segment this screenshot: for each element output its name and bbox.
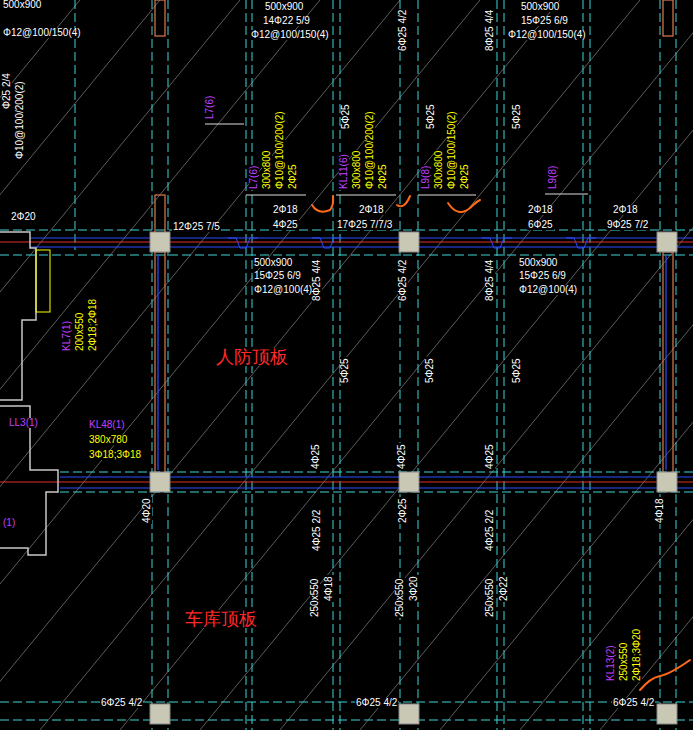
rebar-note: Φ12@100(4)	[253, 285, 313, 295]
rebar-note: 4Φ20	[142, 497, 152, 524]
area-label: 车库顶板	[184, 610, 258, 628]
rebar-note: Φ10@100/150(2)	[447, 110, 457, 190]
rebar-note: 4Φ25 2/2	[312, 509, 322, 552]
rebar-note: 2Φ22	[499, 575, 509, 602]
rebar-note: 4Φ25 2/2	[485, 509, 495, 552]
rebar-note: Φ10@100/200(2)	[15, 80, 25, 160]
rebar-note: 2Φ18	[612, 205, 639, 215]
rebar-note: 4Φ18	[655, 497, 665, 524]
rebar-note: 500x900	[253, 258, 293, 268]
rebar-note: 250x550	[619, 642, 629, 682]
rebar-note: 6Φ25 4/2	[398, 259, 408, 302]
rebar-note: 5Φ25	[426, 103, 436, 130]
beam-id: KL48(1)	[88, 420, 126, 430]
rebar-note: 4Φ25	[485, 443, 495, 470]
beam-id: KL11(6)	[339, 153, 349, 190]
rebar-note: 8Φ25 4/4	[485, 9, 495, 52]
rebar-note: 9Φ25 7/2	[606, 220, 649, 230]
rebar-note: 300x800	[352, 150, 362, 190]
rebar-note: 15Φ25 6/9	[520, 16, 569, 26]
rebar-note: 5Φ25	[512, 357, 522, 384]
rebar-note: 2Φ18;2Φ18	[88, 298, 98, 352]
rebar-note: Φ12@100(4)	[518, 285, 578, 295]
rebar-note: 2Φ25	[460, 163, 470, 190]
beam-id: L7(6)	[205, 95, 215, 120]
rebar-note: 15Φ25 6/9	[253, 271, 302, 281]
rebar-note: Φ25 2/4	[2, 72, 12, 110]
rebar-note: Φ12@100/150(4)	[2, 28, 82, 38]
rebar-note: 500x900	[518, 258, 558, 268]
rebar-note: 250x550	[395, 578, 405, 618]
rebar-note: 5Φ25	[341, 103, 351, 130]
rebar-note: 15Φ25 6/9	[518, 271, 567, 281]
columns	[150, 232, 677, 724]
rebar-note: 380x780	[88, 435, 128, 445]
rebar-note: 300x800	[262, 150, 272, 190]
beam-id: KL13(2)	[606, 644, 616, 682]
rebar-note: Φ10@100/200(2)	[275, 110, 285, 190]
rebar-note: 2Φ25	[398, 497, 408, 524]
rebar-note: 6Φ25 4/2	[398, 9, 408, 52]
rebar-note: 4Φ25	[311, 443, 321, 470]
rebar-note: 2Φ18	[272, 205, 299, 215]
walls	[155, 0, 673, 474]
beam-id: (1)	[2, 518, 16, 528]
rebar-note: 12Φ25 7/5	[172, 222, 221, 232]
rebar-note: 5Φ25	[340, 357, 350, 384]
rebar-note: 6Φ25 4/2	[612, 698, 655, 708]
rebar-note: Φ12@100/150(4)	[250, 30, 330, 40]
rebar-note: 2Φ18	[358, 205, 385, 215]
rebar-note: 3Φ18;3Φ18	[88, 450, 142, 460]
beam-edges	[30, 238, 693, 488]
left-wall	[0, 232, 58, 555]
rebar-note: 2Φ18	[527, 205, 554, 215]
rebar-note: 300x800	[434, 150, 444, 190]
rebar-note: 200x550	[75, 312, 85, 352]
rebar-note: 5Φ25	[512, 103, 522, 130]
rebar-note: 4Φ18	[324, 575, 334, 602]
beam-id: L9(8)	[548, 165, 558, 190]
leader-lines	[205, 124, 588, 195]
area-label: 人防顶板	[215, 348, 289, 366]
rebar-note: 2Φ25	[288, 163, 298, 190]
beam-id: L9(8)	[421, 165, 431, 190]
rebar-note: 250x550	[485, 578, 495, 618]
rebar-note: 17Φ25 7/7/3	[336, 220, 393, 230]
rebar-note: 6Φ25	[527, 220, 554, 230]
rebar-note: 250x550	[310, 578, 320, 618]
rebar-note: 2Φ18;3Φ20	[632, 628, 642, 682]
rebar-note: Φ12@100/150(4)	[507, 30, 587, 40]
rebar-note: 3Φ20	[409, 575, 419, 602]
beam-id: KL7(1)	[62, 320, 72, 352]
rebar-note: 4Φ25	[397, 443, 407, 470]
rebar-note: Φ10@100/200(2)	[365, 110, 375, 190]
rebar-note: 2Φ25	[378, 163, 388, 190]
rebar-note: 5Φ25	[425, 357, 435, 384]
rebar-note: 14Φ22 5/9	[262, 16, 311, 26]
rebar-note: 500x900	[264, 2, 304, 12]
hand-marks	[312, 196, 690, 690]
axis-lines	[0, 242, 693, 482]
rebar-note: 8Φ25 4/4	[485, 259, 495, 302]
rebar-note: 500x900	[520, 2, 560, 12]
rebar-note: 500x900	[2, 0, 42, 10]
rebar-note: 6Φ25 4/2	[100, 698, 143, 708]
rebar-note: 6Φ25 4/2	[355, 698, 398, 708]
rebar-note: 2Φ20	[10, 212, 37, 222]
rebar-note: 8Φ25 4/4	[312, 259, 322, 302]
beam-id: LL3(1)	[8, 418, 39, 428]
beam-id: L7(6)	[249, 165, 259, 190]
rebar-note: 4Φ25	[272, 220, 299, 230]
